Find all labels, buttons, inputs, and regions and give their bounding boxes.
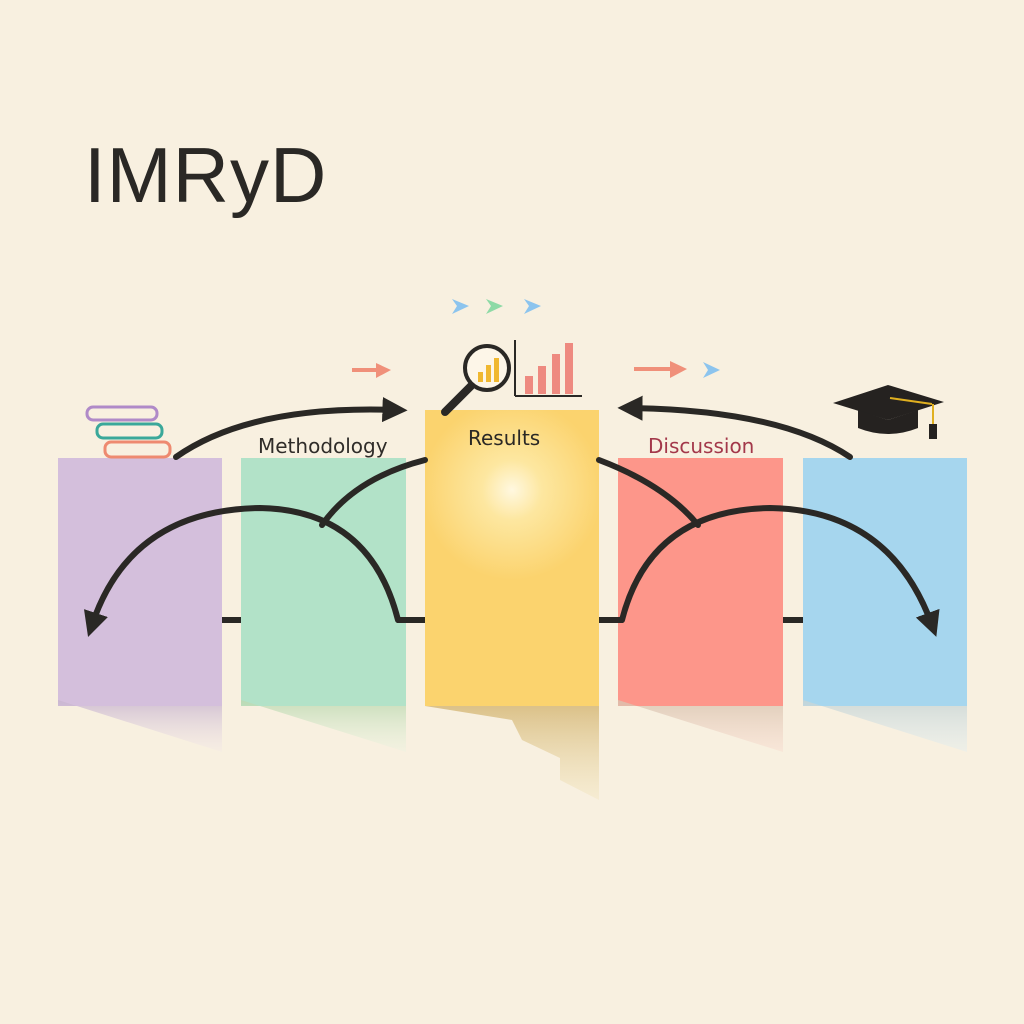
- arrow-discussion-to-conclusion: [619, 504, 940, 637]
- arrow-methodology-to-intro: [83, 504, 401, 637]
- diagram-title: IMRyD: [84, 131, 328, 219]
- books-icon: [85, 405, 172, 459]
- arrow-intro-to-results: [173, 396, 408, 460]
- curve-results-methodology: [319, 457, 428, 528]
- chevron-arrows-icon: [452, 299, 541, 314]
- graduation-cap-icon: [833, 385, 944, 439]
- panel-discussion: [618, 458, 783, 706]
- panel-reflections: [58, 700, 967, 800]
- panel-results: [425, 410, 599, 706]
- label-results: Results: [468, 426, 541, 450]
- right-arrow-icon-2: [634, 361, 720, 378]
- curve-results-discussion: [596, 457, 701, 528]
- right-arrow-icon: [352, 363, 391, 378]
- magnifier-chart-icon: [441, 340, 582, 416]
- label-methodology: Methodology: [258, 434, 388, 458]
- label-discussion: Discussion: [648, 434, 755, 458]
- panel-conclusion: [803, 458, 967, 706]
- flow-arrows: [83, 395, 940, 637]
- panel-introduction: [58, 458, 222, 706]
- arrow-conclusion-to-results: [617, 395, 853, 460]
- panel-methodology: [241, 458, 406, 706]
